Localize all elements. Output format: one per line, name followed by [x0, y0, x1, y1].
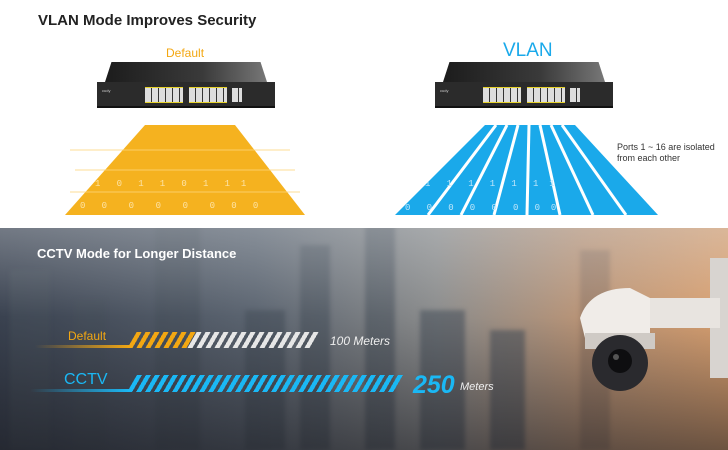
ports-group	[527, 87, 565, 103]
brand-logo: cudy	[440, 88, 449, 93]
section-title: VLAN Mode Improves Security	[38, 12, 257, 29]
vlan-isolated-lanes: 0 0 0 0 0 0 0 0 1 1 1 1 1 1 1	[395, 125, 658, 215]
default-distance-remaining	[187, 332, 320, 348]
brand-logo: cudy	[102, 88, 111, 93]
svg-text:1 1 1 1 1 1 1: 1 1 1 1 1 1 1	[425, 179, 555, 189]
cctv-camera-icon	[580, 258, 728, 391]
svg-text:0 0 0 0 0 0 0: 0 0 0 0 0 0 0 0	[80, 201, 258, 211]
cctv-distance-value: 250	[413, 371, 455, 399]
vlan-section: VLAN Mode Improves Security Default VLAN…	[38, 12, 715, 215]
section-title: CCTV Mode for Longer Distance	[37, 246, 237, 261]
vlan-label: VLAN	[503, 40, 553, 61]
binary-digits: 0 0 0 0 0 0 0 0 1 0 1 1 0 1 1 1	[80, 179, 258, 211]
cctv-section: CCTV Mode for Longer Distance Default 10…	[0, 228, 728, 450]
svg-text:1 0 1 1 0 1 1 1: 1 0 1 1 0 1 1 1	[95, 179, 246, 189]
default-distance-bar	[127, 332, 197, 348]
uplink-ports	[232, 87, 242, 103]
switch-vlan: cudy	[435, 62, 613, 124]
ports-group	[145, 87, 183, 103]
cctv-label: CCTV	[64, 371, 108, 388]
default-label: Default	[68, 329, 107, 343]
svg-text:0 0 0 0 0 0 0 0: 0 0 0 0 0 0 0 0	[405, 203, 556, 213]
ports-group	[189, 87, 227, 103]
cctv-distance-bar	[127, 375, 405, 392]
ports-group	[483, 87, 521, 103]
isolation-note: Ports 1 ~ 16 are isolated from each othe…	[617, 142, 715, 163]
uplink-ports	[570, 87, 580, 103]
default-distance: 100 Meters	[330, 334, 391, 348]
traffic-beams: 0 0 0 0 0 0 0 0 1 0 1 1 0 1 1 1 0 0 0 0 …	[65, 125, 658, 215]
default-label: Default	[166, 46, 205, 60]
switch-default: cudy	[97, 62, 275, 124]
cctv-distance-unit: Meters	[460, 381, 494, 393]
